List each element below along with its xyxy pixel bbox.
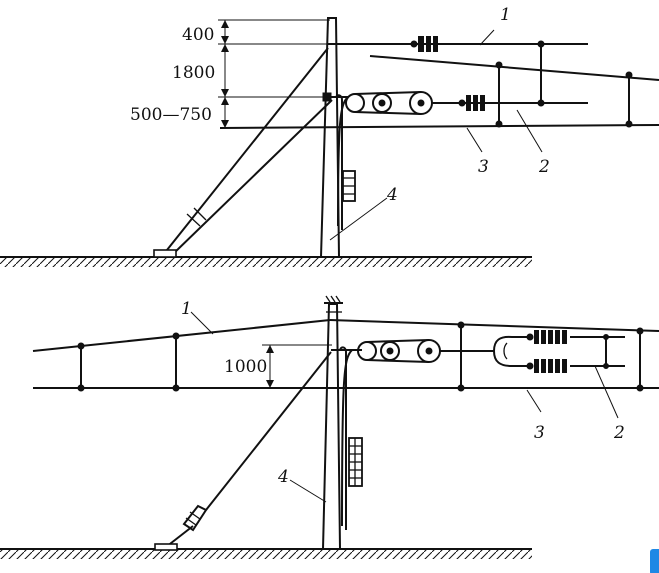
top-droppers [495,40,633,128]
label-3-bottom: 3 [534,423,545,443]
top-dimension-lines: 400 1800 500—750 [130,19,330,128]
dim-1800: 1800 [172,63,215,83]
bottom-dimension: 1000 [224,344,332,388]
bottom-droppers [77,321,644,392]
bottom-pulley-assembly [331,330,625,530]
top-catenary-wire [328,36,659,81]
top-view: 400 1800 500—750 [0,5,659,267]
label-2-bottom: 2 [613,423,625,443]
label-4: 4 [386,185,398,205]
bottom-view: 1000 [0,295,659,559]
label-2: 2 [538,157,550,177]
top-mast [319,17,341,258]
label-3: 3 [478,157,489,177]
top-contact-wire [219,124,659,129]
label-1-bottom: 1 [181,299,192,319]
top-leaders [329,29,543,241]
label-4-bottom: 4 [277,467,289,487]
dim-500-750: 500—750 [130,105,212,125]
dim-400: 400 [182,25,214,45]
top-anchor-guy [153,47,333,258]
label-1: 1 [500,5,511,25]
bottom-mast [321,295,343,550]
corner-badge [650,549,659,573]
top-ground [0,256,532,267]
bottom-anchor-guy [154,351,332,551]
bottom-leaders [190,311,619,503]
dim-1000: 1000 [224,357,267,377]
top-pulley-assembly [322,91,588,230]
bottom-ground [0,548,532,559]
